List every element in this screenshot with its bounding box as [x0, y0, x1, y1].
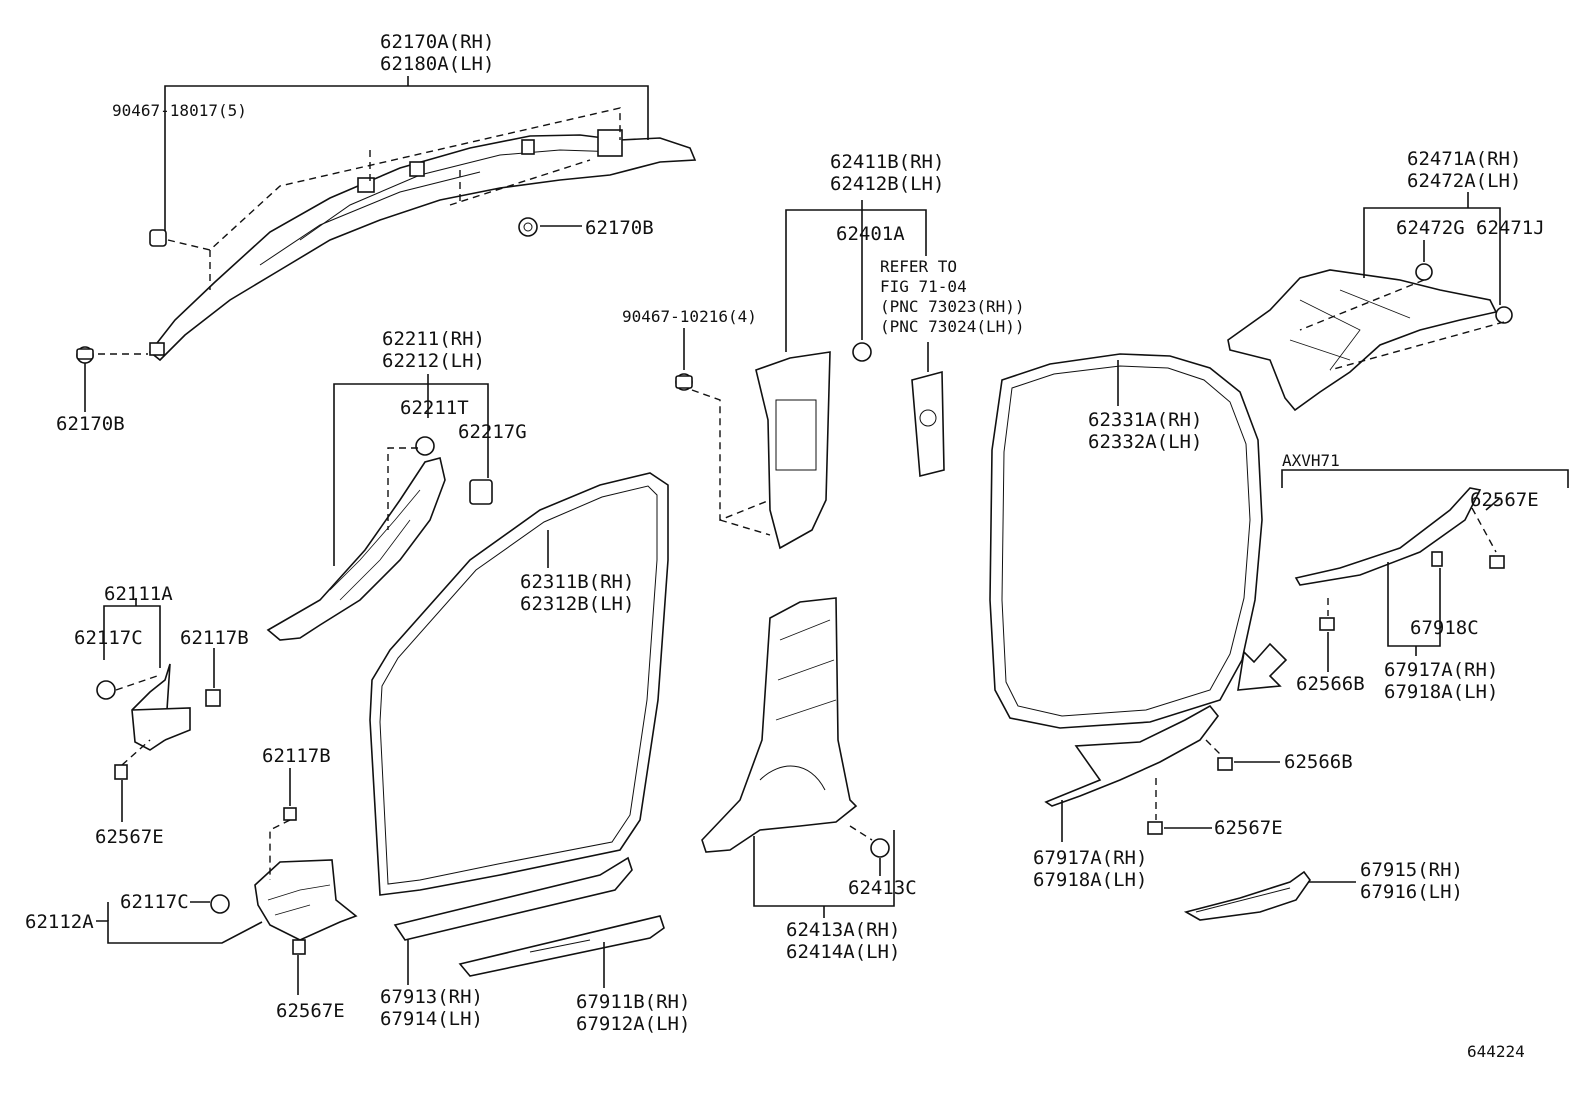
refer-note-line-1: REFER TO: [880, 257, 957, 276]
label-62412B-lh: 62412B(LH): [830, 173, 944, 195]
label-67912A-lh: 67912A(LH): [576, 1013, 690, 1035]
label-62401A: 62401A: [836, 223, 905, 245]
label-62217G: 62217G: [458, 421, 527, 443]
label-67918A-lh-upper: 67918A(LH): [1384, 681, 1498, 703]
leader-lines-front-pillar-lower: [333, 374, 489, 566]
label-62567E-bottom: 62567E: [276, 1000, 345, 1022]
label-62332A-lh: 62332A(LH): [1088, 431, 1202, 453]
label-67914-lh: 67914(LH): [380, 1008, 483, 1030]
leader-lines-62112A: [96, 768, 299, 995]
label-62117C-lower: 62117C: [120, 891, 189, 913]
label-67918A-lh-lower: 67918A(LH): [1033, 869, 1147, 891]
leader-lines-center-pillar-upper: [683, 200, 929, 536]
rear-door-opening-weatherstrip: [989, 353, 1263, 729]
cowl-side-trim-lower: [210, 807, 358, 955]
arrow-indicator-icon: [1237, 642, 1288, 691]
label-67916-lh: 67916(LH): [1360, 881, 1463, 903]
label-62413C: 62413C: [848, 877, 917, 899]
label-67913-rh: 67913(RH): [380, 986, 483, 1008]
figure-number: 644224: [1467, 1042, 1525, 1061]
leader-lines-pillar-garnish: [84, 76, 649, 412]
label-62211-rh: 62211(RH): [382, 328, 485, 350]
label-62117C-upper: 62117C: [74, 627, 143, 649]
cowl-side-trim-upper: [96, 663, 221, 780]
label-62112A: 62112A: [25, 911, 94, 933]
axvh71-group: AXVH71: [1281, 451, 1569, 672]
roof-side-inner-garnish: [1227, 263, 1513, 412]
front-door-scuff-plate-outer: [458, 915, 665, 977]
label-62117B-lower: 62117B: [262, 745, 331, 767]
label-62211T: 62211T: [400, 397, 469, 419]
rear-door-scuff-plate-outer: [1183, 870, 1311, 921]
center-pillar-lower-garnish: [701, 597, 890, 858]
label-62566B-lower: 62566B: [1284, 751, 1353, 773]
label-62170B-upper: 62170B: [585, 217, 654, 239]
label-62331A-rh: 62331A(RH): [1088, 409, 1202, 431]
label-67915-rh: 67915(RH): [1360, 859, 1463, 881]
label-67917A-rh-lower: 67917A(RH): [1033, 847, 1147, 869]
label-90467-10216: 90467-10216(4): [622, 307, 757, 326]
label-90467-18017: 90467-18017(5): [112, 101, 247, 120]
label-67918C: 67918C: [1410, 617, 1479, 639]
label-67917A-rh-upper: 67917A(RH): [1384, 659, 1498, 681]
label-62411B-rh: 62411B(RH): [830, 151, 944, 173]
label-62567E-right: 62567E: [1470, 489, 1539, 511]
leader-lines-62111A: [103, 598, 215, 822]
refer-note-line-4: (PNC 73024(LH)): [880, 317, 1025, 336]
label-62312B-lh: 62312B(LH): [520, 593, 634, 615]
label-62471A-rh: 62471A(RH): [1407, 148, 1521, 170]
label-62471J: 62471J: [1476, 217, 1545, 239]
leader-lines-center-pillar-lower: [753, 825, 895, 918]
label-67911B-rh: 67911B(RH): [576, 991, 690, 1013]
leader-lines-roof-side: [1299, 192, 1505, 371]
rear-door-scuff-plate-inner: [1044, 704, 1233, 835]
label-62311B-rh: 62311B(RH): [520, 571, 634, 593]
label-62111A: 62111A: [104, 583, 173, 605]
front-pillar-lower-garnish: [266, 436, 493, 641]
label-62566B-upper: 62566B: [1296, 673, 1365, 695]
refer-note-line-2: FIG 71-04: [880, 277, 967, 296]
label-62180A-lh: 62180A(LH): [380, 53, 494, 75]
clip-icon: [76, 217, 538, 364]
leader-lines-rear-scuff: [1061, 739, 1280, 842]
refer-note-line-3: (PNC 73023(RH)): [880, 297, 1025, 316]
label-62212-lh: 62212(LH): [382, 350, 485, 372]
variant-label: AXVH71: [1282, 451, 1340, 470]
label-62567E-middle: 62567E: [1214, 817, 1283, 839]
front-door-opening-weatherstrip: [369, 472, 669, 896]
seat-belt-cover: [911, 370, 945, 478]
label-62567E-left: 62567E: [95, 826, 164, 848]
front-pillar-upper-garnish: [148, 129, 697, 362]
label-62170B-lower: 62170B: [56, 413, 125, 435]
label-62472A-lh: 62472A(LH): [1407, 170, 1521, 192]
label-62413A-rh: 62413A(RH): [786, 919, 900, 941]
label-62170A-rh: 62170A(RH): [380, 31, 494, 53]
center-pillar-upper-garnish: [675, 342, 872, 550]
label-62414A-lh: 62414A(LH): [786, 941, 900, 963]
label-62117B-upper: 62117B: [180, 627, 249, 649]
label-62472G: 62472G: [1396, 217, 1465, 239]
front-door-scuff-plate-inner: [393, 856, 633, 941]
refer-note: REFER TO FIG 71-04 (PNC 73023(RH)) (PNC …: [880, 257, 1025, 336]
